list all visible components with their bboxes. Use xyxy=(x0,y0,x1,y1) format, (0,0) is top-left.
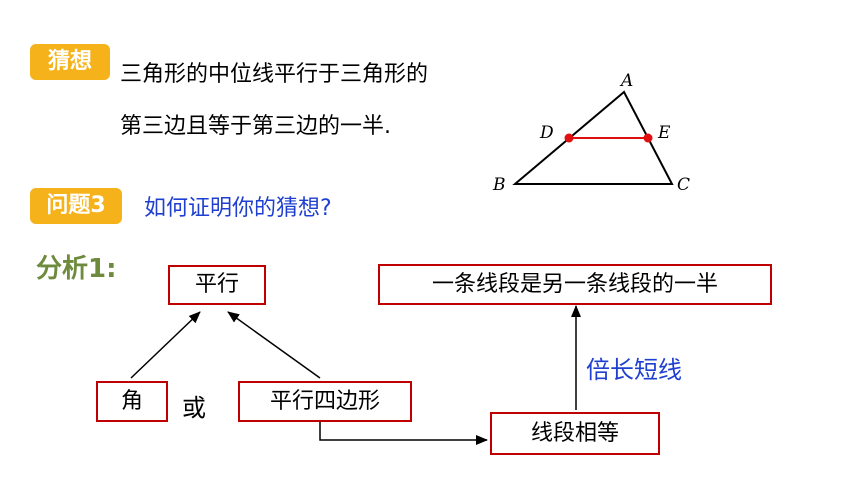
label-d: D xyxy=(539,123,554,143)
label-c: C xyxy=(677,175,690,195)
point-d xyxy=(564,133,574,143)
arrow-parallelogram-to-segments xyxy=(319,422,488,445)
double-median-label: 倍长短线 xyxy=(586,356,682,384)
point-e xyxy=(643,133,653,143)
box-angle: 角 xyxy=(96,381,168,422)
conjecture-line-1: 三角形的中位线平行于三角形的 xyxy=(120,62,429,87)
box-parallel: 平行 xyxy=(168,265,266,305)
label-b: B xyxy=(492,175,506,195)
box-parallelogram: 平行四边形 xyxy=(238,381,412,422)
analysis-label: 分析1: xyxy=(36,254,117,284)
or-text: 或 xyxy=(182,394,206,422)
triangle-figure: A B C D E xyxy=(492,71,690,195)
label-e: E xyxy=(657,123,671,143)
question-text: 如何证明你的猜想? xyxy=(144,196,332,221)
box-segments-equal: 线段相等 xyxy=(490,412,660,455)
conjecture-badge: 猜想 xyxy=(30,44,110,80)
arrow-parallelogram-to-parallel xyxy=(227,311,321,379)
question-badge: 问题3 xyxy=(30,188,122,224)
conjecture-line-2: 第三边且等于第三边的一半. xyxy=(120,114,391,139)
label-a: A xyxy=(619,71,633,91)
box-half: 一条线段是另一条线段的一半 xyxy=(378,264,772,305)
arrow-angle-to-parallel xyxy=(130,311,201,379)
